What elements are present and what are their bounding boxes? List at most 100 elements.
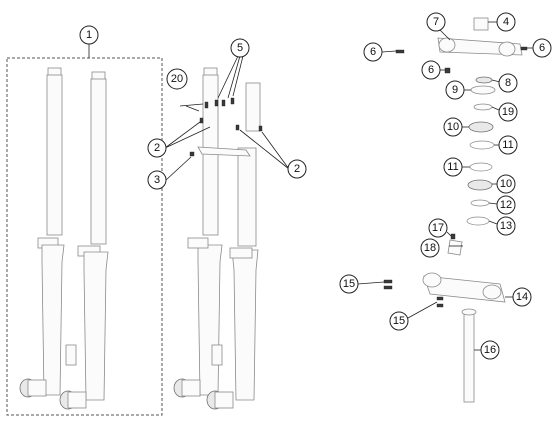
fork-leg-right: [206, 82, 261, 410]
callout-13: 13: [496, 216, 516, 236]
bearing-upper: [468, 121, 494, 133]
leader-2d: [261, 131, 290, 170]
callout-8: 8: [498, 73, 518, 93]
callout-1: 1: [79, 25, 99, 45]
upper-clamp-bore: [498, 41, 516, 57]
leader-15b: [407, 301, 438, 319]
svg-text:15: 15: [343, 278, 355, 290]
svg-text:6: 6: [428, 64, 434, 76]
fork-assembly-complete: [6, 57, 163, 416]
svg-text:11: 11: [502, 139, 513, 151]
fork-bridge-plate: [197, 146, 251, 157]
callout-20: 20: [166, 68, 188, 90]
fork-legs-exploded: [173, 67, 263, 410]
svg-text:18: 18: [424, 242, 436, 254]
steering-stem-shaft: [463, 311, 475, 403]
bolt: [189, 151, 195, 157]
fork-tube-upper: [237, 147, 257, 247]
svg-text:6: 6: [370, 46, 376, 58]
seal-ring: [470, 199, 490, 207]
pinch-bolt: [383, 285, 393, 290]
svg-text:9: 9: [452, 84, 458, 96]
leader-13: [488, 220, 498, 225]
svg-text:16: 16: [484, 344, 496, 356]
leader-5b: [227, 55, 241, 99]
upper-clamp-bore: [438, 37, 456, 53]
axle-clamp-body: [214, 391, 234, 409]
stem-top-nut: [473, 17, 489, 31]
callout-9: 9: [445, 80, 465, 100]
bolt: [204, 101, 209, 109]
fork-tube-upper: [90, 78, 107, 245]
leader-5c: [232, 55, 244, 97]
callout-15-top: 15: [339, 274, 359, 294]
callout-12: 12: [496, 195, 516, 215]
bearing-race-lower: [469, 162, 493, 172]
bolt: [199, 117, 204, 124]
fork-guard: [245, 82, 261, 132]
fork-lower-leg: [231, 249, 259, 401]
fork-leg-right: [59, 71, 109, 410]
svg-text:14: 14: [516, 291, 528, 303]
pinch-bolt: [436, 303, 444, 308]
clamp-bracket: [187, 237, 209, 249]
steering-stem-top: [461, 308, 477, 316]
callout-7: 7: [426, 12, 446, 32]
bolt: [258, 125, 263, 132]
leader-lines: [88, 21, 534, 351]
callout-2-left: 2: [147, 138, 167, 158]
svg-text:3: 3: [154, 174, 160, 186]
svg-text:19: 19: [502, 106, 514, 118]
bolt: [221, 99, 226, 107]
svg-text:2: 2: [294, 163, 300, 175]
svg-text:6: 6: [539, 42, 545, 54]
callout-17: 17: [428, 218, 448, 238]
fork-leg-left: [19, 67, 65, 398]
lower-clamp-bore: [482, 284, 502, 300]
callout-6-mid: 6: [421, 60, 441, 80]
callout-18: 18: [420, 238, 440, 258]
callout-10-bottom: 10: [496, 174, 516, 194]
bolt: [230, 97, 235, 105]
leader-19: [491, 106, 500, 111]
svg-text:7: 7: [433, 16, 439, 28]
callout-11-top: 11: [498, 135, 518, 155]
adjuster-nut: [475, 76, 493, 84]
fork-lower-leg: [83, 251, 109, 401]
bearing-lower: [467, 179, 493, 191]
callout-4: 4: [496, 12, 516, 32]
callout-19: 19: [498, 102, 518, 122]
leader-20: [185, 105, 200, 112]
lower-clamp-bore: [422, 272, 442, 288]
callout-6-right: 6: [532, 38, 552, 58]
cable-guide-bolt: [450, 233, 456, 240]
axle-clamp-body: [27, 379, 47, 397]
bearing-race-upper: [469, 140, 495, 150]
bolt: [214, 99, 219, 107]
leader-3: [165, 156, 192, 181]
pinch-bolt: [383, 279, 393, 284]
leader-12: [488, 202, 498, 205]
callout-2-right: 2: [287, 159, 307, 179]
svg-text:8: 8: [505, 77, 511, 89]
dust-cover: [466, 216, 490, 226]
callout-3: 3: [147, 170, 167, 190]
clamp-bracket: [229, 247, 253, 259]
svg-text:5: 5: [237, 42, 243, 54]
pinch-bolt: [444, 67, 451, 74]
leader-6a: [381, 50, 397, 53]
leader-2a: [164, 121, 201, 149]
leader-5a: [217, 55, 239, 99]
callout-6-left: 6: [363, 42, 383, 62]
svg-text:12: 12: [500, 199, 512, 211]
axle-clamp-body: [181, 379, 201, 397]
svg-text:20: 20: [171, 73, 183, 85]
leader-2b: [164, 126, 211, 149]
leader-20b: [179, 103, 204, 107]
bolt: [235, 124, 240, 131]
brake-mount: [211, 344, 223, 366]
pinch-bolt: [436, 296, 444, 301]
svg-text:1: 1: [86, 29, 92, 41]
axle-clamp-body: [67, 391, 87, 409]
